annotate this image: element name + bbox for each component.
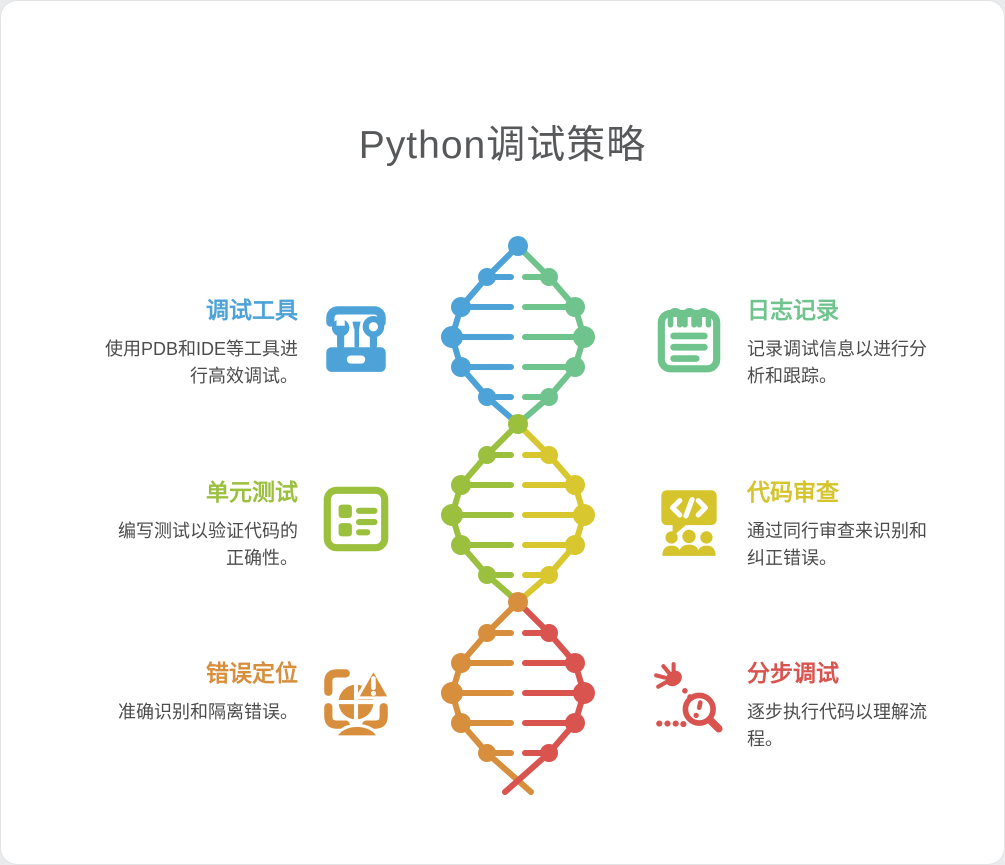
item-title: 错误定位 xyxy=(206,660,298,686)
item-title: 代码审查 xyxy=(747,479,839,505)
dna-helix-graphic xyxy=(441,236,595,795)
toolbox-icon xyxy=(315,296,397,378)
item-description: 使用PDB和IDE等工具进行高效调试。 xyxy=(104,339,298,387)
item-description: 编写测试以验证代码的正确性。 xyxy=(118,521,298,569)
item-title: 分步调试 xyxy=(747,660,839,686)
item-title: 日志记录 xyxy=(747,297,839,323)
checklist-icon xyxy=(315,478,397,560)
strategy-item-debug-tools: 调试工具 使用PDB和IDE等工具进行高效调试。 xyxy=(102,296,397,390)
item-title: 调试工具 xyxy=(206,297,298,323)
strategy-item-logging: 日志记录 记录调试信息以进行分析和跟踪。 xyxy=(648,296,943,390)
code-review-icon xyxy=(648,478,730,560)
target-warning-icon xyxy=(315,659,397,741)
notepad-icon xyxy=(648,296,730,378)
bug-magnifier-icon xyxy=(648,659,730,741)
strategy-item-unit-test: 单元测试 编写测试以验证代码的正确性。 xyxy=(102,478,397,572)
item-description: 逐步执行代码以理解流程。 xyxy=(747,702,927,750)
strategy-item-error-locate: 错误定位 准确识别和隔离错误。 xyxy=(102,659,397,741)
item-description: 通过同行审查来识别和纠正错误。 xyxy=(747,521,927,569)
item-title: 单元测试 xyxy=(206,479,298,505)
item-description: 记录调试信息以进行分析和跟踪。 xyxy=(747,339,927,387)
page-title: Python调试策略 xyxy=(358,124,647,168)
strategy-item-code-review: 代码审查 通过同行审查来识别和纠正错误。 xyxy=(648,478,943,572)
strategy-item-step-debug: 分步调试 逐步执行代码以理解流程。 xyxy=(648,659,943,753)
item-description: 准确识别和隔离错误。 xyxy=(118,702,298,723)
